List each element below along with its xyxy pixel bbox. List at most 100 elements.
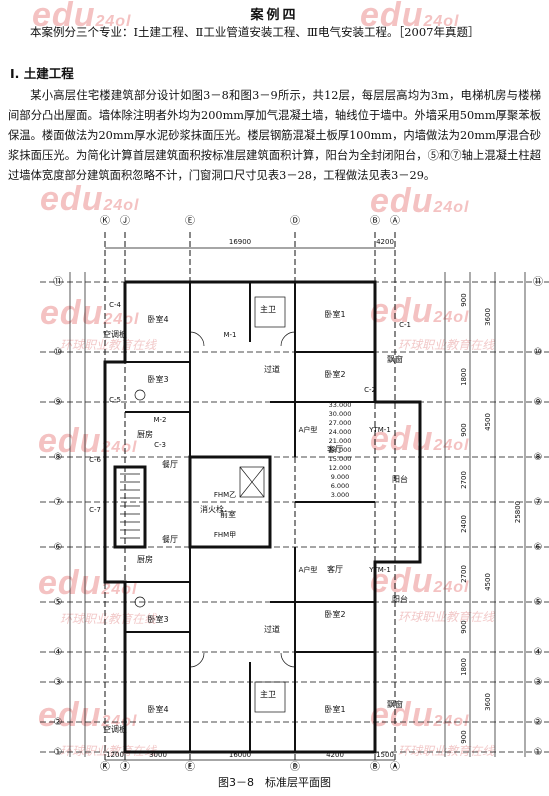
body-text: 某小高层住宅楼建筑部分设计如图3－8和图3－9所示，共12层，每层层高均为3m，… — [8, 89, 541, 182]
dimension-text: 4500 — [484, 413, 492, 431]
axis-label-bottom: Ⓐ — [390, 761, 400, 772]
room-label: 飘窗 — [387, 354, 403, 364]
axis-label-top: Ⓚ — [100, 215, 110, 227]
axis-label-top: Ⓓ — [290, 215, 300, 227]
elevation-label: 21.000 — [329, 437, 352, 445]
component-tag: M-2 — [153, 416, 166, 424]
axis-label-top: Ⓔ — [185, 215, 195, 227]
component-tag: M-1 — [223, 331, 236, 339]
dimension-text: 1500 — [376, 751, 394, 759]
component-tag: FHM甲 — [214, 531, 236, 539]
component-tag: A户型 — [299, 565, 318, 574]
axis-label-right: ⑩ — [534, 347, 543, 358]
component-tag: C-2 — [364, 386, 376, 394]
section-heading: Ⅰ. 土建工程 — [10, 66, 74, 81]
axis-label-left: ① — [54, 747, 63, 758]
component-tag: C-7 — [89, 506, 101, 514]
component-tag: A户型 — [299, 425, 318, 434]
dimension-text: 900 — [460, 730, 468, 743]
page-title: 案例四 — [250, 8, 299, 23]
component-tag: YTM-1 — [368, 426, 391, 434]
intro-text: 本案例分三个专业：Ⅰ土建工程、Ⅱ工业管道安装工程、Ⅲ电气安装工程。［2007年真… — [30, 25, 480, 39]
elevation-label: 9.000 — [331, 473, 350, 481]
elevation-label: 6.000 — [331, 482, 350, 490]
room-label: 卧室2 — [324, 369, 345, 379]
dimension-text: 900 — [460, 423, 468, 436]
dimension-text: 16000 — [229, 751, 251, 759]
axis-label-bottom: Ⓚ — [100, 761, 110, 772]
axis-label-left: ⑩ — [54, 347, 63, 358]
axis-label-left: ④ — [54, 647, 63, 658]
room-label: 卧室2 — [324, 609, 345, 619]
dimension-text: 1800 — [460, 368, 468, 386]
room-label: 卧室1 — [324, 704, 345, 714]
axis-label-left: ③ — [54, 677, 63, 688]
axis-label-top: Ⓙ — [120, 215, 130, 227]
component-tag: C-3 — [154, 441, 166, 449]
room-label: 过道 — [264, 624, 280, 634]
room-label: 空调板 — [103, 724, 127, 734]
elevation-label: 3.000 — [331, 491, 350, 499]
room-label: 空调板 — [103, 329, 127, 339]
elevation-label: 24.000 — [329, 428, 352, 436]
dimension-text: 3600 — [484, 308, 492, 326]
dimension-text: 2400 — [460, 515, 468, 533]
axis-label-right: ⑥ — [534, 542, 543, 553]
room-label: 主卫 — [260, 689, 276, 699]
dimension-text: 900 — [460, 293, 468, 306]
axis-label-left: ⑧ — [54, 452, 63, 463]
elevation-label: 30.000 — [329, 410, 352, 418]
elevation-label: 18.000 — [329, 446, 352, 454]
component-tag: FHM乙 — [214, 491, 236, 499]
body-paragraph: 某小高层住宅楼建筑部分设计如图3－8和图3－9所示，共12层，每层层高均为3m，… — [8, 86, 541, 186]
axis-label-left: ⑨ — [54, 397, 63, 408]
intro-paragraph: 本案例分三个专业：Ⅰ土建工程、Ⅱ工业管道安装工程、Ⅲ电气安装工程。［2007年真… — [8, 24, 541, 41]
room-label: 厨房 — [137, 554, 153, 564]
axis-label-top: Ⓐ — [390, 215, 400, 227]
room-label: 消火栓 — [200, 504, 224, 514]
dimension-text: 4500 — [484, 573, 492, 591]
component-tag: C-4 — [109, 301, 121, 309]
axis-label-left: ⑦ — [54, 497, 63, 508]
dimension-text: 2700 — [460, 565, 468, 583]
room-label: 卧室3 — [147, 614, 168, 624]
elevation-label: 33.000 — [329, 401, 352, 409]
elevation-label: 27.000 — [329, 419, 352, 427]
dimension-text: 1800 — [460, 658, 468, 676]
dimension-text: 4200 — [376, 238, 394, 246]
axis-label-left: ⑤ — [54, 597, 63, 608]
axis-label-right: ⑪ — [533, 276, 543, 288]
axis-label-bottom: Ⓓ — [290, 761, 300, 772]
room-label: 前室 — [220, 509, 236, 519]
axis-label-bottom: Ⓔ — [185, 761, 195, 772]
dimension-text: 3000 — [149, 751, 167, 759]
dimension-text: 16900 — [229, 238, 251, 246]
component-tag: C-1 — [399, 321, 411, 329]
component-tag: C-6 — [89, 456, 101, 464]
dimension-text: 2700 — [460, 471, 468, 489]
axis-label-bottom: Ⓑ — [370, 761, 380, 772]
room-label: 卧室1 — [324, 309, 345, 319]
room-label: 厨房 — [137, 429, 153, 439]
axis-label-right: ② — [534, 717, 543, 728]
room-label: 主卫 — [260, 304, 276, 314]
room-label: 飘窗 — [387, 699, 403, 709]
room-label: 卧室4 — [147, 314, 168, 324]
dimension-text: 4200 — [326, 751, 344, 759]
room-label: 卧室4 — [147, 704, 168, 714]
axis-label-left: ⑥ — [54, 542, 63, 553]
axis-label-left: ⑪ — [53, 276, 63, 288]
room-label: 餐厅 — [162, 535, 178, 544]
dimension-text: 25800 — [514, 501, 522, 523]
component-tag: YTM-1 — [368, 566, 391, 574]
room-label: 客厅 — [327, 564, 343, 574]
axis-label-right: ⑨ — [534, 397, 543, 408]
figure-caption: 图3－8 标准层平面图 — [218, 776, 331, 789]
axis-label-right: ④ — [534, 647, 543, 658]
room-label: 卧室3 — [147, 374, 168, 384]
axis-label-top: Ⓑ — [370, 215, 380, 227]
dimension-text: 3600 — [484, 693, 492, 711]
axis-label-right: ⑦ — [534, 497, 543, 508]
dimension-text: 900 — [460, 620, 468, 633]
